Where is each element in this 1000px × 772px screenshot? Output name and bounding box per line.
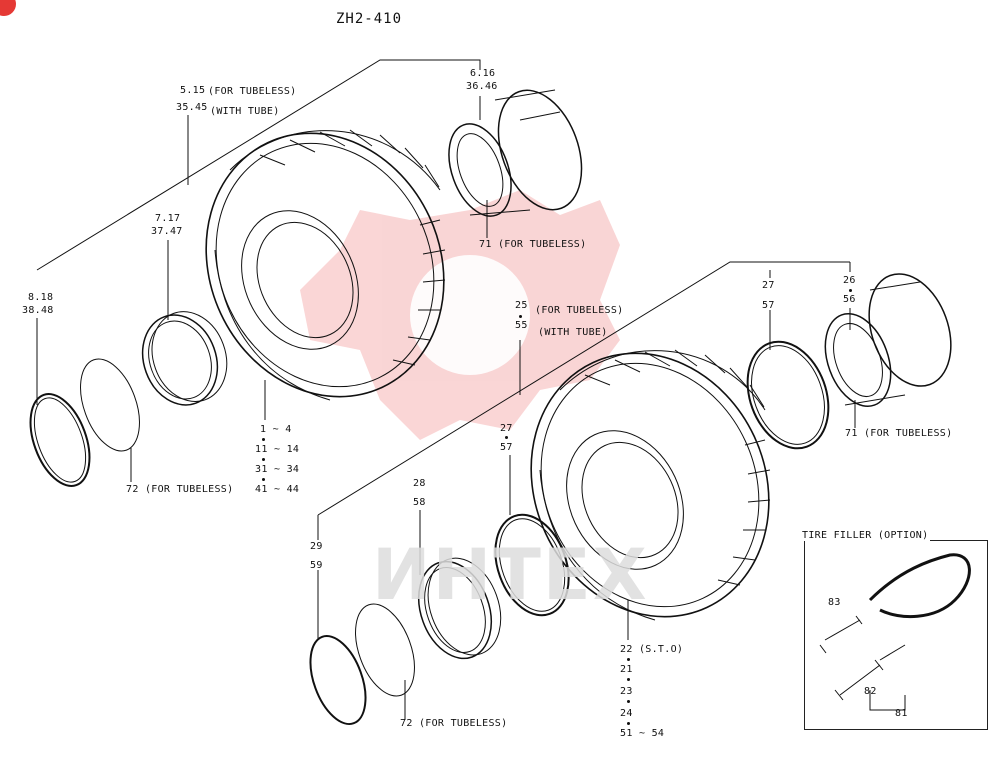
dot-separator — [849, 289, 852, 292]
label-5-15: 5.15 — [180, 85, 206, 96]
lock-ring-lower — [309, 635, 367, 725]
label-24: 24 — [620, 708, 633, 719]
o-ring-upper — [80, 358, 140, 452]
label-for-tubeless-a: (FOR TUBELESS) — [208, 86, 297, 97]
label-6-16: 6.16 — [470, 68, 496, 79]
label-1-4: 1 ~ 4 — [260, 424, 292, 435]
label-59: 59 — [310, 560, 323, 571]
label-for-tubeless-b: (FOR TUBELESS) — [535, 305, 624, 316]
diagram-title: ZH2-410 — [336, 11, 403, 27]
o-ring-lower — [355, 603, 415, 697]
tire-filler-parts — [819, 553, 971, 711]
side-ring-upper — [141, 311, 228, 406]
label-38-48: 38.48 — [22, 305, 54, 316]
label-72-for-tubeless-b: 72 (FOR TUBELESS) — [400, 718, 508, 729]
dot-separator — [519, 315, 522, 318]
label-82: 82 — [864, 686, 877, 697]
corner-badge — [0, 0, 16, 16]
watermark-text: ИНТЕХ — [372, 534, 649, 616]
label-57-a: 57 — [762, 300, 775, 311]
dot-separator — [627, 700, 630, 703]
label-37-47: 37.47 — [151, 226, 183, 237]
tire-upper — [205, 129, 446, 401]
label-58: 58 — [413, 497, 426, 508]
label-27-b: 27 — [500, 423, 513, 434]
label-7-17: 7.17 — [155, 213, 181, 224]
label-71-for-tubeless-b: 71 (FOR TUBELESS) — [845, 428, 953, 439]
label-55: 55 — [515, 320, 528, 331]
label-8-18: 8.18 — [28, 292, 54, 303]
label-51-54: 51 ~ 54 — [620, 728, 665, 739]
rim-lower — [824, 273, 952, 408]
label-36-46: 36.46 — [466, 81, 498, 92]
dot-separator — [262, 438, 265, 441]
tire-filler-box — [804, 540, 988, 730]
ring-right-a — [746, 340, 830, 450]
label-29: 29 — [310, 541, 323, 552]
leader-top-bracket — [36, 59, 481, 271]
label-35-45: 35.45 — [176, 102, 208, 113]
label-83: 83 — [828, 597, 841, 608]
label-28: 28 — [413, 478, 426, 489]
label-56: 56 — [843, 294, 856, 305]
label-26: 26 — [843, 275, 856, 286]
label-72-for-tubeless-a: 72 (FOR TUBELESS) — [126, 484, 234, 495]
dot-separator — [262, 478, 265, 481]
dot-separator — [627, 658, 630, 661]
label-81: 81 — [895, 708, 908, 719]
dot-separator — [627, 722, 630, 725]
label-25: 25 — [515, 300, 528, 311]
label-11-14: 11 ~ 14 — [255, 444, 300, 455]
tire-filler-title: TIRE FILLER (OPTION) — [802, 530, 931, 541]
label-27-a: 27 — [762, 280, 775, 291]
lock-ring-upper — [29, 393, 91, 487]
label-23: 23 — [620, 686, 633, 697]
label-31-34: 31 ~ 34 — [255, 464, 300, 475]
label-21: 21 — [620, 664, 633, 675]
label-41-44: 41 ~ 44 — [255, 484, 300, 495]
dot-separator — [262, 458, 265, 461]
label-with-tube-a: (WITH TUBE) — [210, 106, 280, 117]
tire-lower — [530, 349, 771, 621]
label-with-tube-b: (WITH TUBE) — [538, 327, 608, 338]
dot-separator — [627, 678, 630, 681]
label-57-b: 57 — [500, 442, 513, 453]
side-ring-lower — [418, 557, 502, 660]
dot-separator — [505, 436, 508, 439]
leader-lower-bracket — [317, 261, 850, 516]
ring-lower-b — [494, 513, 570, 617]
label-71-for-tubeless-a: 71 (FOR TUBELESS) — [479, 239, 587, 250]
label-22: 22 (S.T.O) — [620, 644, 684, 655]
rim-upper — [448, 89, 583, 217]
